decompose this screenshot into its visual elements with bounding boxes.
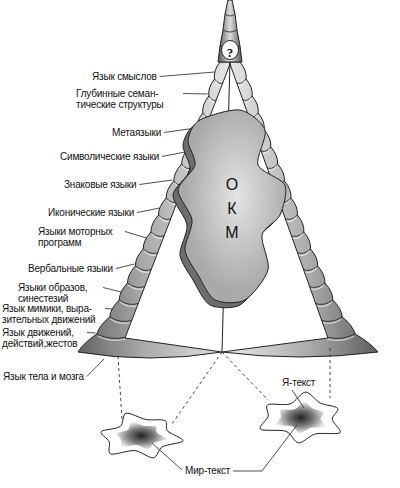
label-slot: Язык тела и мозга xyxy=(3,366,103,384)
layer-label: Язык движений, действий,жестов xyxy=(2,327,84,349)
layer-label: Метаязыки xyxy=(112,127,161,138)
projection-line xyxy=(330,348,331,398)
question-cap: ? xyxy=(221,40,239,60)
leader-line xyxy=(162,152,185,157)
layer-label: Язык мимики, выра- зительных движений xyxy=(2,303,102,325)
ring-highlight xyxy=(98,336,127,340)
tip-ring xyxy=(223,30,237,32)
leader-line xyxy=(87,332,96,334)
text-world-blob xyxy=(260,392,340,443)
ring-highlight xyxy=(314,302,331,306)
projection-line xyxy=(118,356,122,420)
label-slot: Язык мимики, выра- зительных движений xyxy=(2,303,102,327)
blob-face xyxy=(178,110,286,303)
label-slot: Язык движений, действий,жестов xyxy=(2,327,84,351)
leader-line xyxy=(87,359,104,377)
block-label: ОКМ xyxy=(224,173,240,245)
leader-line xyxy=(137,208,160,213)
layer-label: Знаковые языки xyxy=(64,179,136,190)
label-slot: Иконические языки xyxy=(48,202,158,220)
projection-line xyxy=(222,352,268,400)
ring-highlight xyxy=(320,319,341,323)
leader-line xyxy=(139,180,172,185)
label-slot: Символические языки xyxy=(60,146,180,164)
okm-blob: ОКМ xyxy=(172,106,292,311)
tip-ring xyxy=(225,14,235,16)
layer-label: Язык смыслов xyxy=(92,71,157,82)
leader-line xyxy=(233,425,297,471)
text-world-blob xyxy=(101,413,183,458)
label-slot: Вербальные языки xyxy=(28,258,138,276)
leader-line xyxy=(183,93,208,95)
label-slot: Языки образов, синестезий xyxy=(18,282,100,306)
blob-core xyxy=(276,402,326,434)
leader-line xyxy=(125,232,146,239)
layer-label: Языки моторных программ xyxy=(38,226,122,248)
layer-label: Вербальные языки xyxy=(28,263,113,274)
ring-highlight xyxy=(327,336,355,340)
leader-lines xyxy=(87,72,304,471)
label-slot: Глубинные семан- тические структуры xyxy=(76,88,180,112)
leader-line xyxy=(105,308,112,310)
layer-label: Иконические языки xyxy=(48,207,134,218)
label-slot: Знаковые языки xyxy=(64,174,164,192)
leader-line xyxy=(152,443,182,470)
text-label: Мир-текст xyxy=(185,465,230,476)
projection-line xyxy=(172,352,222,424)
leader-line xyxy=(160,72,215,77)
text-label: Я-текст xyxy=(282,377,315,388)
label-slot: Метаязыки xyxy=(112,122,192,140)
leader-line xyxy=(116,264,134,269)
cone-tip xyxy=(218,0,242,62)
layer-label: Символические языки xyxy=(60,151,159,162)
label-slot: Мир-текст xyxy=(185,460,265,478)
layer-label: Языки образов, синестезий xyxy=(18,282,100,304)
label-slot: Я-текст xyxy=(282,372,342,390)
layer-label: Язык тела и мозга xyxy=(3,371,84,382)
leader-line xyxy=(292,390,304,408)
cone-rings xyxy=(97,79,355,340)
layer-label: Глубинные семан- тические структуры xyxy=(76,88,180,110)
leader-line xyxy=(103,288,121,293)
label-slot: Языки моторных программ xyxy=(38,226,122,250)
label-slot: Язык смыслов xyxy=(92,66,202,84)
ring-highlight xyxy=(120,302,139,306)
blob-core xyxy=(116,422,167,450)
ring-highlight xyxy=(111,319,133,323)
cap-window xyxy=(222,41,239,60)
question-mark: ? xyxy=(227,46,234,60)
